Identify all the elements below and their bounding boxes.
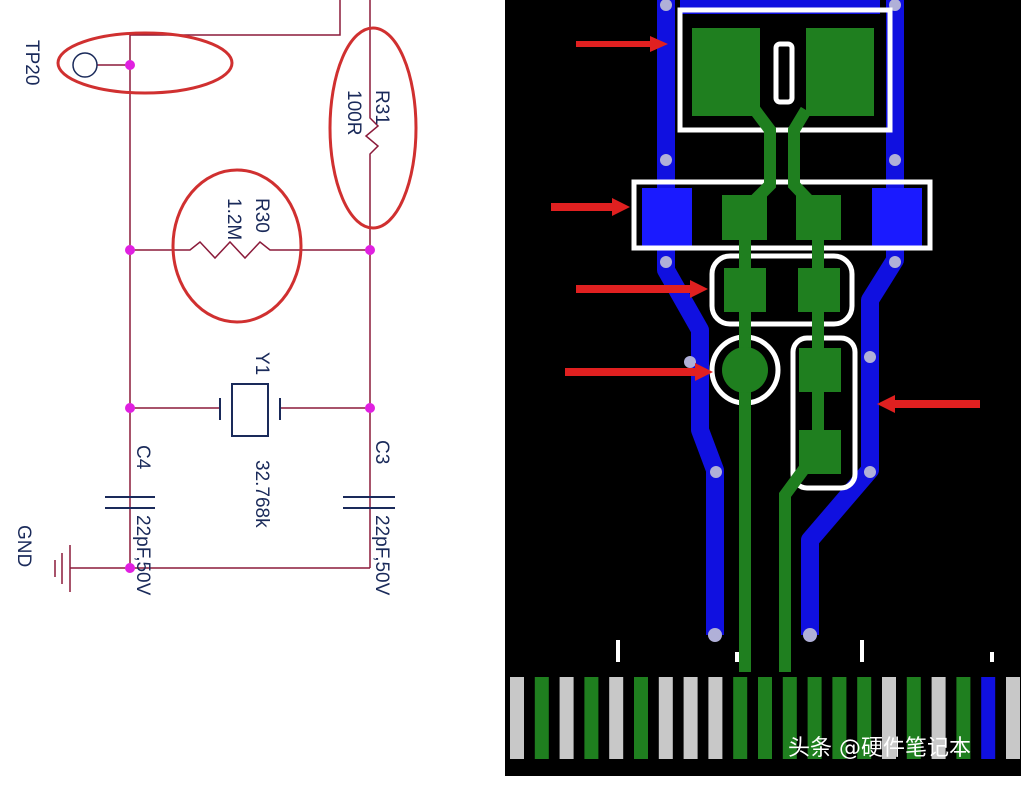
resistor-pad	[798, 268, 840, 312]
crystal-pad	[806, 28, 874, 116]
junction	[365, 245, 375, 255]
capacitor-pad	[799, 430, 841, 474]
ground-pad	[642, 188, 692, 248]
signal-pads	[692, 28, 874, 474]
connector-finger	[584, 677, 599, 759]
connector-finger	[683, 677, 698, 759]
label-c3-value: 22pF,50V	[371, 515, 392, 596]
vias	[660, 0, 901, 642]
testpoint-pad	[722, 347, 768, 393]
resistor-r30	[130, 240, 370, 260]
connector-finger	[882, 677, 896, 759]
label-r31-value: 100R	[343, 90, 364, 135]
connector-finger	[634, 677, 648, 759]
junction-dots	[125, 60, 375, 573]
resistor-pad	[722, 195, 767, 240]
connector-finger	[931, 677, 946, 759]
tp20-testpoint-icon	[72, 52, 98, 78]
pcb-layout: 头条 @硬件笔记本	[505, 0, 1021, 776]
highlight-tp20	[56, 31, 234, 95]
connector-finger	[534, 677, 549, 759]
label-y1-value: 32.768k	[251, 460, 272, 528]
connector-bottom-edge	[505, 760, 1021, 775]
gnd-symbol-icon	[54, 545, 71, 592]
connector-finger	[733, 677, 748, 759]
connector-finger	[981, 677, 996, 759]
capacitor-c3	[343, 496, 395, 509]
highlight-r30	[171, 168, 303, 324]
connector-finger	[609, 677, 624, 759]
watermark: 头条 @硬件笔记本	[788, 736, 971, 761]
junction	[125, 403, 135, 413]
label-c4-value: 22pF,50V	[132, 515, 153, 596]
crystal-pad	[692, 28, 760, 116]
connector-finger	[1006, 677, 1020, 759]
capacitor-pad	[799, 348, 841, 392]
junction	[125, 563, 135, 573]
junction	[125, 60, 135, 70]
capacitor-c4	[105, 496, 155, 509]
silkscreen	[631, 7, 933, 491]
label-r31: R31	[371, 90, 392, 125]
connector-finger	[708, 677, 723, 759]
connector-finger	[782, 677, 797, 759]
crystal-plates	[219, 398, 281, 420]
connector-finger	[658, 677, 673, 759]
schematic	[54, 0, 395, 592]
schematic-labels: TP20 R31 100R R30 1.2M Y1 32.768k C4 22p…	[13, 40, 392, 596]
label-gnd: GND	[13, 525, 34, 567]
junction	[125, 245, 135, 255]
wire-right	[364, 0, 380, 568]
arrow-right-icon	[565, 363, 713, 381]
resistor-pad	[796, 195, 841, 240]
connector-finger	[559, 677, 574, 759]
junction	[365, 403, 375, 413]
annotation-arrows	[551, 36, 980, 413]
silk-ticks	[616, 640, 994, 662]
connector-finger	[906, 677, 921, 759]
connector-finger	[510, 677, 524, 759]
connector-finger	[807, 677, 822, 759]
arrow-left-icon	[877, 395, 980, 413]
label-c4: C4	[132, 445, 153, 470]
resistor-pad	[724, 268, 766, 312]
arrow-right-icon	[551, 198, 630, 216]
label-r30-value: 1.2M	[223, 198, 244, 240]
highlight-ellipses	[56, 26, 418, 324]
connector-finger	[758, 677, 772, 759]
ground-pad	[872, 188, 922, 248]
crystal-y1-body	[231, 383, 269, 437]
connector-finger	[832, 677, 847, 759]
arrow-right-icon	[576, 280, 708, 298]
highlight-r31	[328, 26, 418, 230]
edge-connector	[505, 672, 1021, 762]
arrow-right-icon	[576, 36, 668, 52]
connector-finger	[956, 677, 971, 759]
label-y1: Y1	[251, 352, 272, 375]
wire-top	[129, 0, 341, 568]
label-c3: C3	[371, 440, 392, 464]
label-tp20: TP20	[21, 40, 42, 85]
label-r30: R30	[251, 198, 272, 233]
connector-finger	[857, 677, 872, 759]
